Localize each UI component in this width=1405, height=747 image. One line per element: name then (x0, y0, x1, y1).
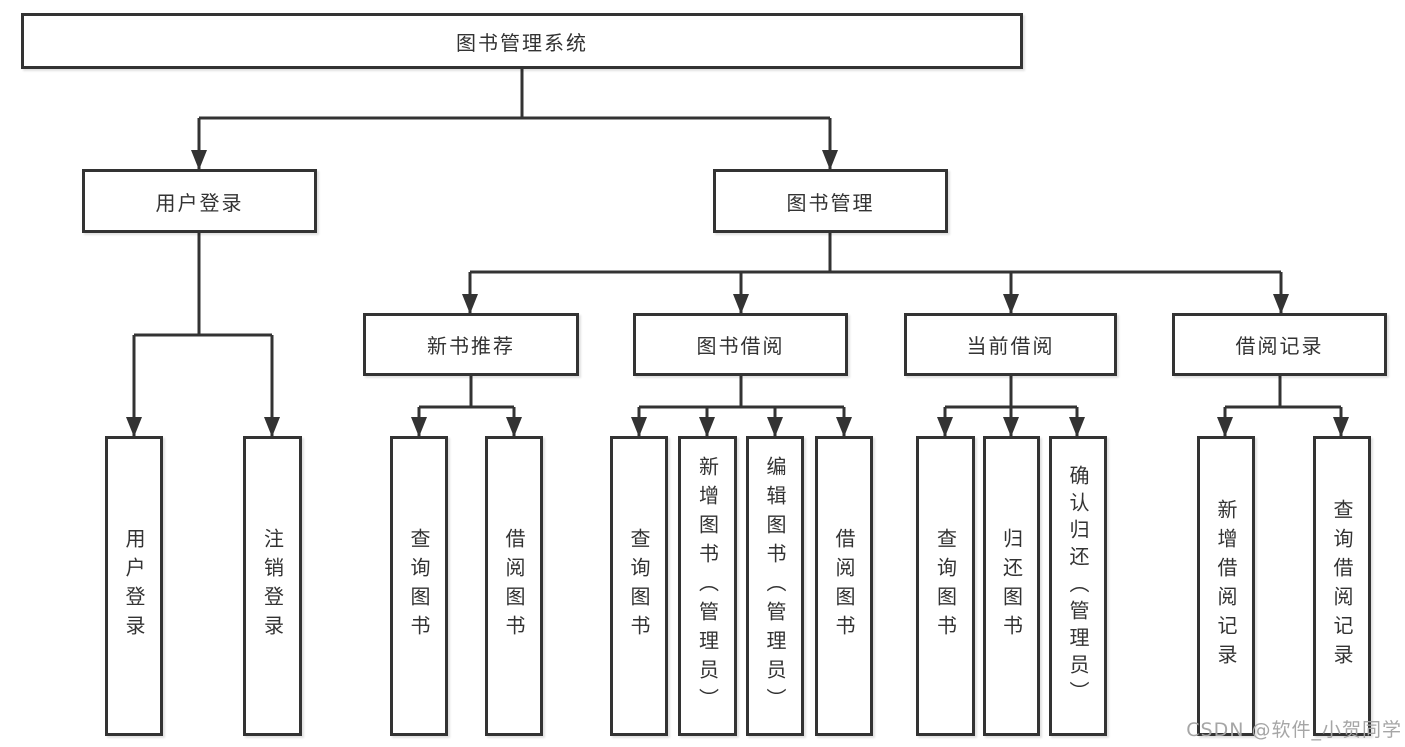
leaf-cb-return-books-label: 归还图书 (999, 528, 1024, 644)
node-book-management-label: 图书管理 (786, 190, 875, 215)
node-current-borrow-label: 当前借阅 (966, 334, 1055, 358)
leaf-bb-query-books-label: 查询图书 (627, 528, 651, 644)
leaf-bb-add-books-admin-label: 新增图书（管理员） (695, 455, 720, 717)
node-new-book-recommend-label: 新书推荐 (427, 334, 515, 358)
leaf-user-login: 用户登录 (105, 436, 163, 736)
leaf-br-add-record: 新增借阅记录 (1197, 436, 1255, 736)
leaf-bb-query-books: 查询图书 (610, 436, 668, 736)
leaf-bb-edit-books-admin: 编辑图书（管理员） (746, 436, 804, 736)
node-root-label: 图书管理系统 (456, 30, 588, 55)
node-user-login-label: 用户登录 (155, 190, 244, 215)
leaf-nbr-borrow-books: 借阅图书 (485, 436, 543, 736)
leaf-cb-return-books: 归还图书 (983, 436, 1040, 736)
node-book-management: 图书管理 (713, 169, 948, 233)
node-user-login: 用户登录 (82, 169, 317, 233)
leaf-cb-query-books-label: 查询图书 (933, 528, 958, 644)
leaf-logout-label: 注销登录 (260, 528, 285, 644)
leaf-user-login-label: 用户登录 (122, 528, 146, 644)
leaf-cb-confirm-return-admin-label: 确认归还（管理员） (1066, 464, 1090, 708)
leaf-nbr-borrow-books-label: 借阅图书 (502, 528, 526, 644)
leaf-cb-query-books: 查询图书 (916, 436, 975, 736)
leaf-br-query-record-label: 查询借阅记录 (1330, 499, 1354, 673)
node-current-borrow: 当前借阅 (904, 313, 1117, 376)
connector-spines (134, 69, 1341, 409)
leaf-bb-borrow-books: 借阅图书 (815, 436, 873, 736)
leaf-bb-edit-books-admin-label: 编辑图书（管理员） (763, 455, 787, 717)
leaf-nbr-query-books: 查询图书 (390, 436, 448, 736)
leaf-br-add-record-label: 新增借阅记录 (1214, 499, 1238, 673)
node-root: 图书管理系统 (21, 13, 1023, 69)
leaf-bb-add-books-admin: 新增图书（管理员） (678, 436, 737, 736)
leaf-cb-confirm-return-admin: 确认归还（管理员） (1049, 436, 1107, 736)
connector-arrows (126, 118, 1349, 437)
node-borrow-records-label: 借阅记录 (1235, 334, 1324, 358)
node-book-borrow-label: 图书借阅 (696, 334, 785, 358)
leaf-nbr-query-books-label: 查询图书 (407, 528, 431, 644)
leaf-bb-borrow-books-label: 借阅图书 (832, 528, 856, 644)
node-borrow-records: 借阅记录 (1172, 313, 1387, 376)
watermark: CSDN @软件_小贺同学 (1186, 719, 1402, 741)
node-book-borrow: 图书借阅 (633, 313, 848, 376)
leaf-br-query-record: 查询借阅记录 (1313, 436, 1371, 736)
node-new-book-recommend: 新书推荐 (363, 313, 579, 376)
leaf-logout: 注销登录 (243, 436, 302, 736)
